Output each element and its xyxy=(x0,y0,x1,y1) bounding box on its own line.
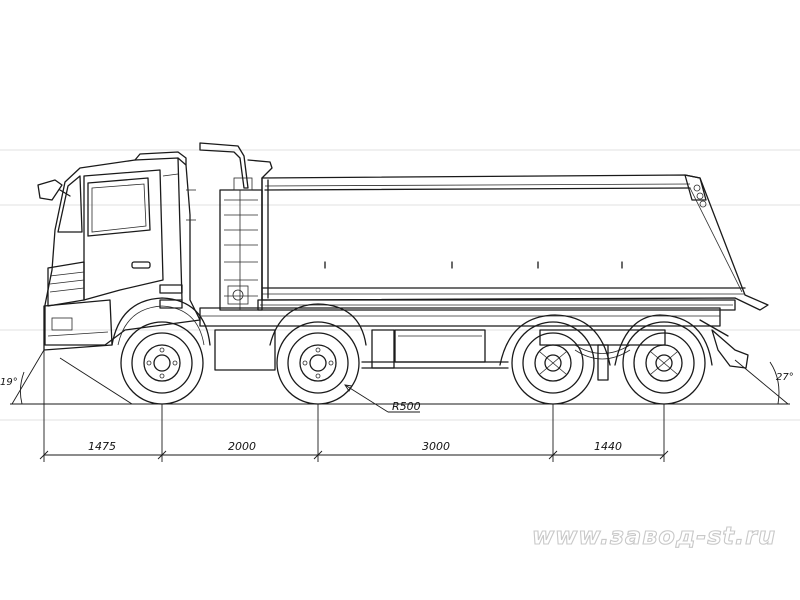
background-texture xyxy=(0,149,800,421)
cab-back-structure xyxy=(219,177,263,311)
front-overhang-label: 1475 xyxy=(88,440,116,453)
wheelbase-1-label: 2000 xyxy=(228,440,256,453)
departure-angle-mark xyxy=(690,359,789,405)
wheel-rear-2 xyxy=(622,321,706,405)
departure-angle-label: 27° xyxy=(776,372,794,383)
dimension-extension-lines xyxy=(43,350,665,462)
exhaust-guard xyxy=(199,142,273,189)
wheelbase-2-label: 3000 xyxy=(422,440,450,453)
approach-angle-label: 19° xyxy=(0,377,18,388)
wheel-front-1 xyxy=(120,321,204,405)
wheel-radius-leader xyxy=(344,384,420,413)
watermark: www.завод-st.ru xyxy=(532,522,776,550)
approach-angle-mark xyxy=(11,349,133,405)
wheelbase-3-label: 1440 xyxy=(594,440,622,453)
wheel-radius-label: R500 xyxy=(392,400,421,413)
wheel-rear-1 xyxy=(511,321,595,405)
dump-body xyxy=(257,174,769,311)
axle-dimension-line xyxy=(39,450,669,460)
wheel-front-2 xyxy=(276,321,360,405)
chassis-frame xyxy=(199,303,749,381)
cab xyxy=(37,151,211,351)
